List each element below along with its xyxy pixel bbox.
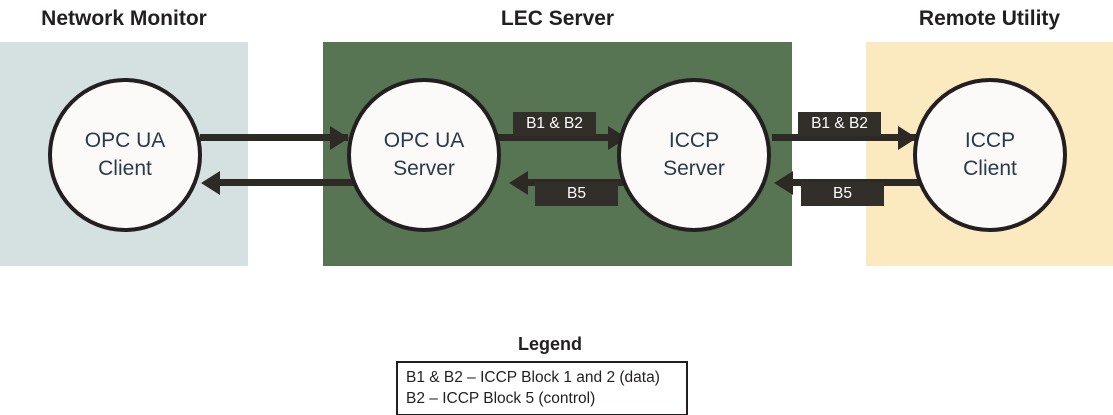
node-opc-ua-client-line1: OPC UA bbox=[84, 129, 166, 152]
node-iccp-client-line2: Client bbox=[963, 157, 1017, 180]
flow-label-b5-middle: B5 bbox=[535, 182, 618, 206]
node-iccp-server: ICCP Server bbox=[617, 78, 771, 232]
node-opc-ua-client-line2: Client bbox=[98, 157, 152, 180]
flow-arrow-client-to-server-line bbox=[200, 134, 348, 141]
node-iccp-client-line1: ICCP bbox=[964, 129, 1016, 152]
node-opc-ua-server-line2: Server bbox=[393, 157, 455, 180]
node-iccp-server-line1: ICCP bbox=[668, 129, 720, 152]
flow-arrow-server-to-client-line bbox=[212, 179, 360, 186]
legend-box: B1 & B2 – ICCP Block 1 and 2 (data) B2 –… bbox=[396, 361, 688, 415]
node-opc-ua-client: OPC UA Client bbox=[48, 78, 202, 232]
flow-label-b1b2-right: B1 & B2 bbox=[798, 112, 881, 136]
flow-arrow-iccpclient-to-iccpserver-head bbox=[774, 171, 793, 195]
zone-title-network-monitor: Network Monitor bbox=[41, 7, 207, 30]
zone-title-remote-utility: Remote Utility bbox=[918, 7, 1061, 30]
flow-arrow-server-to-client-head bbox=[201, 171, 220, 195]
flow-arrow-iccpserver-to-iccpclient-line bbox=[772, 134, 920, 141]
legend-row-b5: B2 – ICCP Block 5 (control) bbox=[406, 390, 596, 407]
legend-title: Legend bbox=[517, 334, 582, 354]
node-opc-ua-server: OPC UA Server bbox=[347, 78, 501, 232]
flow-arrow-iccpserver-to-opcserver-head bbox=[509, 171, 528, 195]
node-iccp-client: ICCP Client bbox=[913, 78, 1067, 232]
flow-arrow-client-to-server-head bbox=[330, 126, 349, 150]
legend-row-b1b2: B1 & B2 – ICCP Block 1 and 2 (data) bbox=[406, 369, 660, 386]
flow-arrow-iccpserver-to-iccpclient-head bbox=[898, 126, 917, 150]
flow-label-b1b2-middle: B1 & B2 bbox=[513, 112, 596, 136]
node-iccp-server-line2: Server bbox=[663, 157, 725, 180]
node-opc-ua-server-line1: OPC UA bbox=[383, 129, 465, 152]
flow-arrow-opcserver-to-iccpserver-line bbox=[497, 134, 627, 141]
flow-label-b5-right: B5 bbox=[801, 182, 884, 206]
zone-title-lec-server: LEC Server bbox=[500, 7, 615, 30]
